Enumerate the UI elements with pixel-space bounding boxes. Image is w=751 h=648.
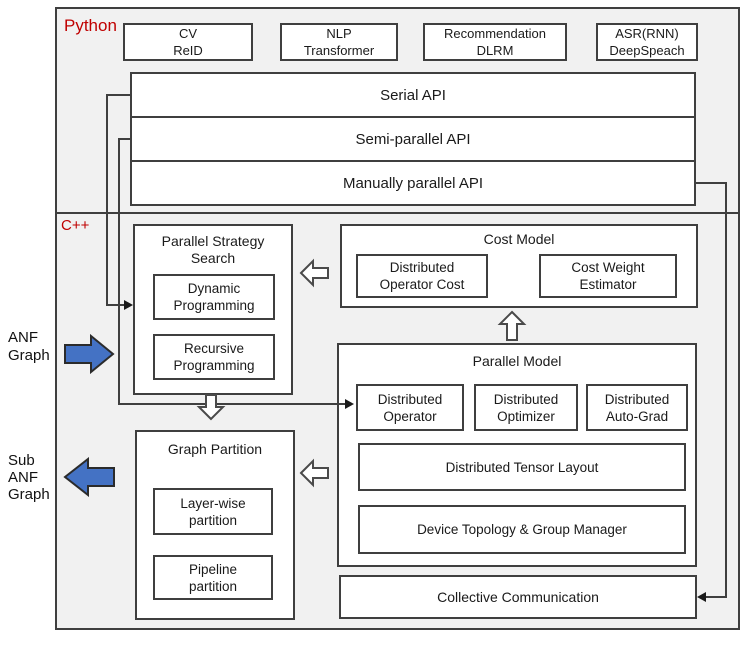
hollow-down-arrow-strategysearch-to-graphpartition-icon: [196, 394, 226, 421]
hollow-left-arrow-costmodel-to-strategysearch-icon: [299, 258, 329, 288]
box-distributed-operator-cost: Distributed Operator Cost: [356, 254, 488, 298]
group-graph-partition: Graph Partition Layer-wise partition Pip…: [135, 430, 295, 620]
app-box-cv-reid: CV ReID: [123, 23, 253, 61]
box-pipeline-partition: Pipeline partition: [153, 555, 273, 600]
group-parallel-model: Parallel Model Distributed Operator Dist…: [337, 343, 697, 567]
cpp-section-label: C++: [61, 217, 90, 234]
sub-anf-graph-label: Sub ANF Graph: [8, 452, 50, 503]
group-cost-model: Cost Model Distributed Operator Cost Cos…: [340, 224, 698, 308]
box-layer-wise-partition: Layer-wise partition: [153, 488, 273, 535]
parallel-model-title: Parallel Model: [472, 353, 562, 369]
python-section-label: Python: [64, 16, 117, 35]
api-bar-semi-parallel: Semi-parallel API: [130, 116, 696, 162]
anf-graph-label: ANF Graph: [8, 329, 50, 364]
connector-semi-api-h2: [118, 403, 346, 405]
connector-serial-api-h: [106, 94, 132, 96]
arrowhead-into-distributed-operator-icon: [345, 399, 354, 409]
hollow-up-arrow-parallelmodel-to-costmodel-icon: [497, 310, 527, 341]
connector-serial-api-v: [106, 94, 108, 306]
arrowhead-into-collective-communication-icon: [697, 592, 706, 602]
group-parallel-strategy-search: Parallel Strategy Search Dynamic Program…: [133, 224, 293, 395]
anf-graph-input-arrow-icon: [64, 334, 115, 374]
sub-anf-graph-output-arrow-icon: [63, 457, 115, 497]
box-distributed-tensor-layout: Distributed Tensor Layout: [358, 443, 686, 491]
api-bar-manually-parallel: Manually parallel API: [130, 160, 696, 206]
box-distributed-operator: Distributed Operator: [356, 384, 464, 431]
parallel-strategy-search-title: Parallel Strategy Search: [161, 233, 265, 266]
connector-semi-api-v: [118, 138, 120, 405]
app-box-recommendation-dlrm: Recommendation DLRM: [423, 23, 567, 61]
hollow-left-arrow-parallelmodel-to-graphpartition-icon: [299, 458, 329, 488]
box-collective-communication: Collective Communication: [339, 575, 697, 619]
connector-manual-api-h2: [704, 596, 727, 598]
box-dynamic-programming: Dynamic Programming: [153, 274, 275, 320]
connector-manual-api-v: [725, 182, 727, 598]
connector-serial-api-h2: [106, 304, 126, 306]
cost-model-title: Cost Model: [483, 231, 555, 247]
api-bar-serial: Serial API: [130, 72, 696, 118]
box-device-topology-group-manager: Device Topology & Group Manager: [358, 505, 686, 554]
python-cpp-divider: [55, 212, 740, 214]
box-cost-weight-estimator: Cost Weight Estimator: [539, 254, 677, 298]
app-box-asr-deepspeach: ASR(RNN) DeepSpeach: [596, 23, 698, 61]
arrowhead-into-strategy-search-icon: [124, 300, 133, 310]
box-recursive-programming: Recursive Programming: [153, 334, 275, 380]
connector-manual-api-h: [696, 182, 727, 184]
connector-semi-api-h: [118, 138, 132, 140]
box-distributed-optimizer: Distributed Optimizer: [474, 384, 578, 431]
box-distributed-auto-grad: Distributed Auto-Grad: [586, 384, 688, 431]
graph-partition-title: Graph Partition: [167, 441, 263, 457]
app-box-nlp-transformer: NLP Transformer: [280, 23, 398, 61]
